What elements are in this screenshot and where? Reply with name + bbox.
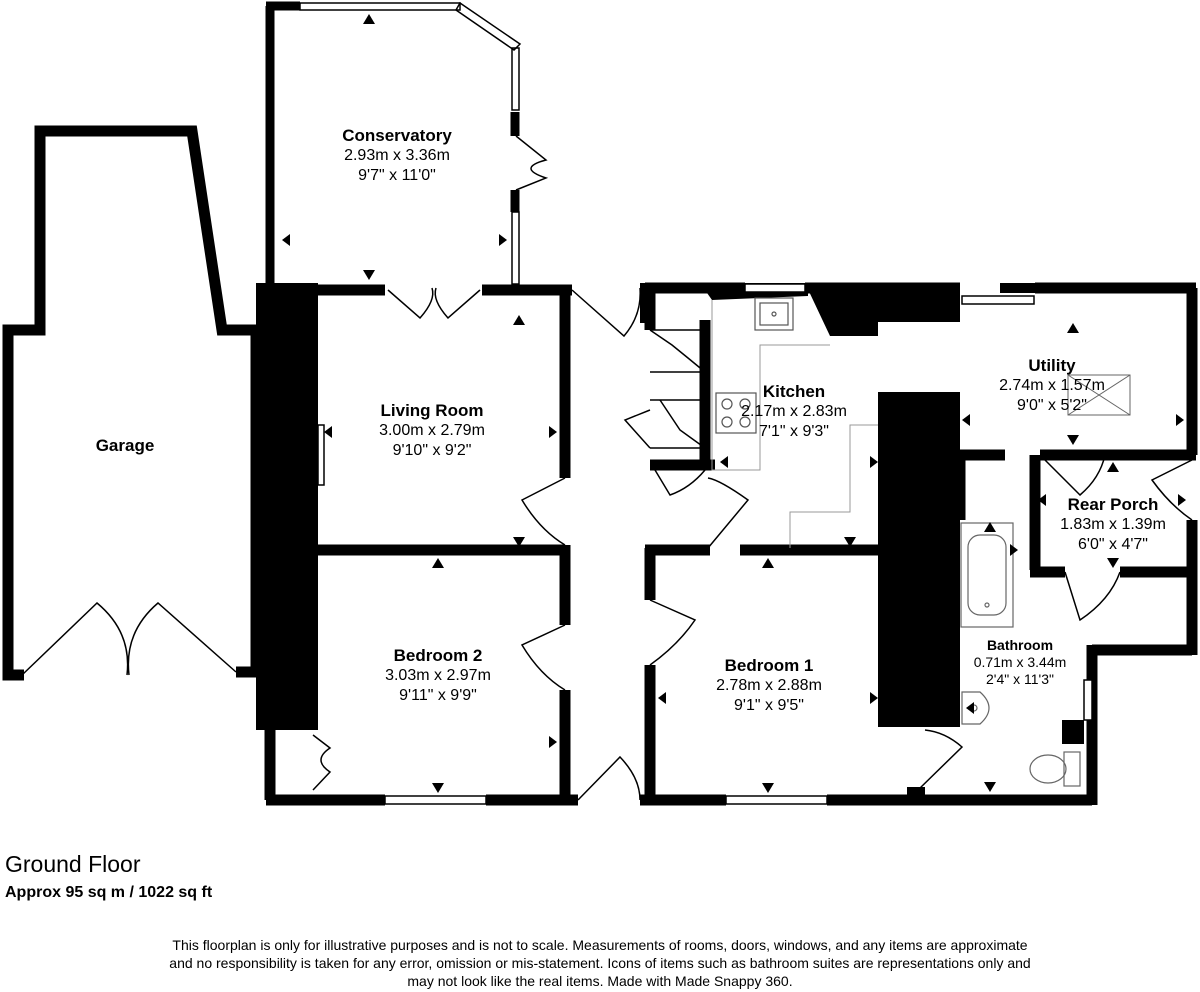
room-name: Utility	[1028, 356, 1076, 375]
kitchen-sink-icon	[754, 297, 794, 331]
measurement-arrows	[282, 14, 1186, 793]
room-imperial-size: 6'0" x 4'7"	[1078, 535, 1148, 553]
room-name: Bedroom 1	[724, 656, 814, 675]
doors	[312, 287, 1193, 801]
room-label-kitchen: Kitchen 2.17m x 2.83m 7'1" x 9'3"	[714, 382, 874, 441]
disclaimer: This floorplan is only for illustrative …	[100, 936, 1100, 991]
room-name: Bedroom 2	[393, 646, 483, 665]
floor-area: Approx 95 sq m / 1022 sq ft	[5, 884, 213, 901]
garage-doors	[21, 601, 237, 676]
room-label-bedroom-1: Bedroom 1 2.78m x 2.88m 9'1" x 9'5"	[684, 656, 854, 715]
room-label-rear-porch: Rear Porch 1.83m x 1.39m 6'0" x 4'7"	[1038, 495, 1188, 554]
staircase	[623, 329, 706, 449]
room-name: Conservatory	[342, 126, 452, 145]
room-name: Bathroom	[986, 637, 1054, 653]
room-imperial-size: 9'7" x 11'0"	[358, 166, 436, 184]
room-name: Rear Porch	[1067, 495, 1159, 514]
room-imperial-size: 9'10" x 9'2"	[392, 441, 472, 459]
disclaimer-line: and no responsibility is taken for any e…	[169, 955, 1031, 972]
toilet-icon	[1029, 751, 1081, 787]
room-imperial-size: 7'1" x 9'3"	[759, 422, 829, 440]
room-label-living-room: Living Room 3.00m x 2.79m 9'10" x 9'2"	[342, 401, 522, 460]
bathtub-icon	[960, 522, 1014, 628]
loft-hatch-icon	[1067, 374, 1131, 416]
room-label-garage: Garage	[60, 436, 190, 456]
disclaimer-line: may not look like the real items. Made w…	[407, 973, 793, 990]
room-imperial-size: 2'4" x 11'3"	[986, 670, 1054, 687]
conservatory-walls	[265, 1, 520, 290]
room-metric-size: 2.74m x 1.57m	[999, 377, 1105, 395]
conservatory-windows	[299, 1, 549, 285]
room-imperial-size: 9'11" x 9'9"	[399, 686, 477, 704]
room-metric-size: 2.78m x 2.88m	[716, 677, 822, 695]
room-metric-size: 2.93m x 3.36m	[344, 147, 450, 165]
garage-walls	[2, 125, 262, 681]
room-metric-size: 3.03m x 2.97m	[385, 667, 491, 685]
room-label-bedroom-2: Bedroom 2 3.03m x 2.97m 9'11" x 9'9"	[348, 646, 528, 705]
floor-title: Ground Floor	[5, 851, 141, 877]
kitchen-fixtures	[711, 300, 878, 548]
disclaimer-line: This floorplan is only for illustrative …	[172, 937, 1028, 953]
room-label-utility: Utility 2.74m x 1.57m 9'0" x 5'2"	[972, 356, 1132, 415]
hob-icon	[715, 392, 757, 434]
room-name: Garage	[95, 436, 155, 455]
room-metric-size: 2.17m x 2.83m	[741, 403, 847, 421]
room-label-bathroom: Bathroom 0.71m x 3.44m 2'4" x 11'3"	[960, 637, 1080, 687]
room-imperial-size: 9'0" x 5'2"	[1017, 396, 1087, 414]
room-metric-size: 3.00m x 2.79m	[379, 422, 485, 440]
room-label-conservatory: Conservatory 2.93m x 3.36m 9'7" x 11'0"	[307, 126, 487, 185]
wall-blocks	[640, 283, 1084, 801]
room-name: Living Room	[380, 401, 484, 420]
windows	[317, 283, 1093, 805]
party-wall	[256, 283, 318, 730]
room-metric-size: 1.83m x 1.39m	[1060, 516, 1166, 534]
room-metric-size: 0.71m x 3.44m	[973, 653, 1067, 670]
room-imperial-size: 9'1" x 9'5"	[734, 696, 804, 714]
room-name: Kitchen	[762, 382, 826, 401]
